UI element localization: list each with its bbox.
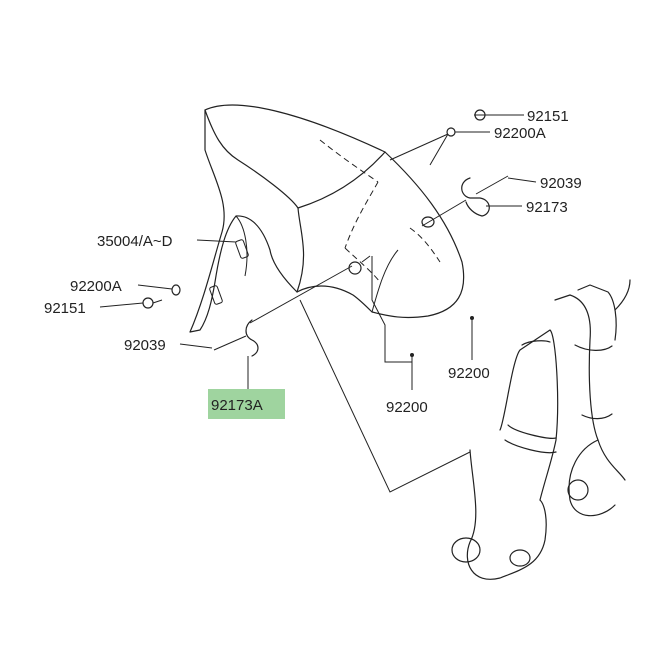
leader-lines	[99, 114, 537, 493]
label-92200a-left[interactable]: 92200A	[70, 278, 122, 295]
label-92173-right[interactable]: 92173	[526, 199, 568, 216]
label-92200a-top[interactable]: 92200A	[494, 125, 546, 142]
label-92173a[interactable]: 92173A	[211, 397, 263, 414]
label-92039-left[interactable]: 92039	[124, 337, 166, 354]
bolt-left	[142, 297, 163, 309]
clamp-right	[461, 175, 509, 217]
clamp-left	[213, 319, 259, 357]
washer-left	[171, 284, 181, 296]
label-92039-right[interactable]: 92039	[540, 175, 582, 192]
front-fender	[189, 104, 465, 333]
label-92200-right[interactable]: 92200	[448, 365, 490, 382]
label-92151-left[interactable]: 92151	[44, 300, 86, 317]
washer-top	[446, 127, 456, 137]
label-92200-bottom[interactable]: 92200	[386, 399, 428, 416]
highlight-box	[208, 389, 285, 419]
front-fork	[451, 279, 631, 580]
label-35004[interactable]: 35004/A~D	[97, 233, 173, 250]
label-92151-top[interactable]: 92151	[527, 108, 569, 125]
